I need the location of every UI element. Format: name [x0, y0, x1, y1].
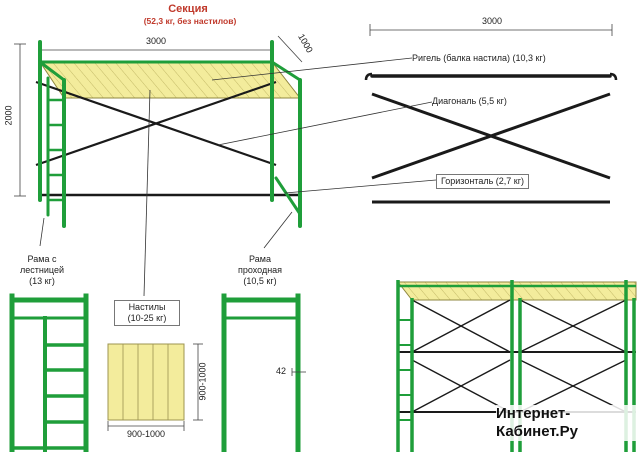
ladder-frame-label: Рама с лестницей (13 кг)	[16, 254, 68, 287]
watermark-line-2: Кабинет.Ру	[496, 423, 578, 440]
ladder-frame	[9, 293, 89, 452]
horizontal-label: Горизонталь (2,7 кг)	[436, 174, 530, 189]
pass-frame-label-line-3: (10,5 кг)	[243, 276, 277, 286]
section-height-label: 2000	[3, 100, 15, 131]
deck-width-label: 900-1000	[120, 429, 172, 440]
pass-frame-label-line-2: проходная	[237, 265, 283, 275]
watermark: Интернет- Кабинет.Ру	[496, 405, 636, 441]
section-assembly	[14, 35, 303, 228]
ladder-frame-label-line-1: Рама с	[27, 254, 57, 264]
section-depth-dimension	[277, 35, 303, 63]
pass-frame-label: Рама проходная (10,5 кг)	[230, 254, 290, 287]
decks-label-line-1: Настилы	[128, 302, 166, 312]
tube-offset-label: 42	[272, 366, 290, 377]
pass-frame-label-line-1: Рама	[249, 254, 271, 264]
assembled-scaffold	[396, 280, 637, 452]
section-height-dimension	[14, 43, 26, 197]
ladder-frame-label-line-2: лестницей	[20, 265, 64, 275]
decks-label: Настилы (10-25 кг)	[114, 300, 180, 326]
section-width-label: 3000	[136, 36, 176, 47]
deck-height-label: 900-1000	[197, 362, 208, 401]
section-subtitle: (52,3 кг, без настилов)	[143, 16, 237, 26]
deck-platform	[39, 61, 302, 99]
section-ladder-frame	[38, 40, 66, 228]
leader-lines	[39, 57, 437, 297]
pass-frame	[221, 293, 301, 452]
section-pass-frame	[270, 40, 302, 228]
deck-dimensions	[107, 343, 203, 431]
ledger-label: Ригель (балка настила) (10,3 кг)	[412, 53, 546, 64]
diagonal-part	[371, 92, 611, 180]
deck-panel	[107, 343, 185, 421]
section-title: Секция	[168, 3, 208, 15]
section-diagonal-brace	[35, 80, 277, 167]
diagonal-label: Диагональ (5,5 кг)	[432, 96, 507, 107]
decks-label-line-2: (10-25 кг)	[127, 313, 167, 323]
tube-offset-dimension	[291, 368, 306, 376]
watermark-line-1: Интернет-	[496, 405, 571, 422]
part-length-dimension	[369, 24, 613, 36]
part-length-label: 3000	[472, 16, 512, 27]
ladder-frame-label-line-3: (13 кг)	[29, 276, 55, 286]
ledger-part	[364, 72, 618, 81]
